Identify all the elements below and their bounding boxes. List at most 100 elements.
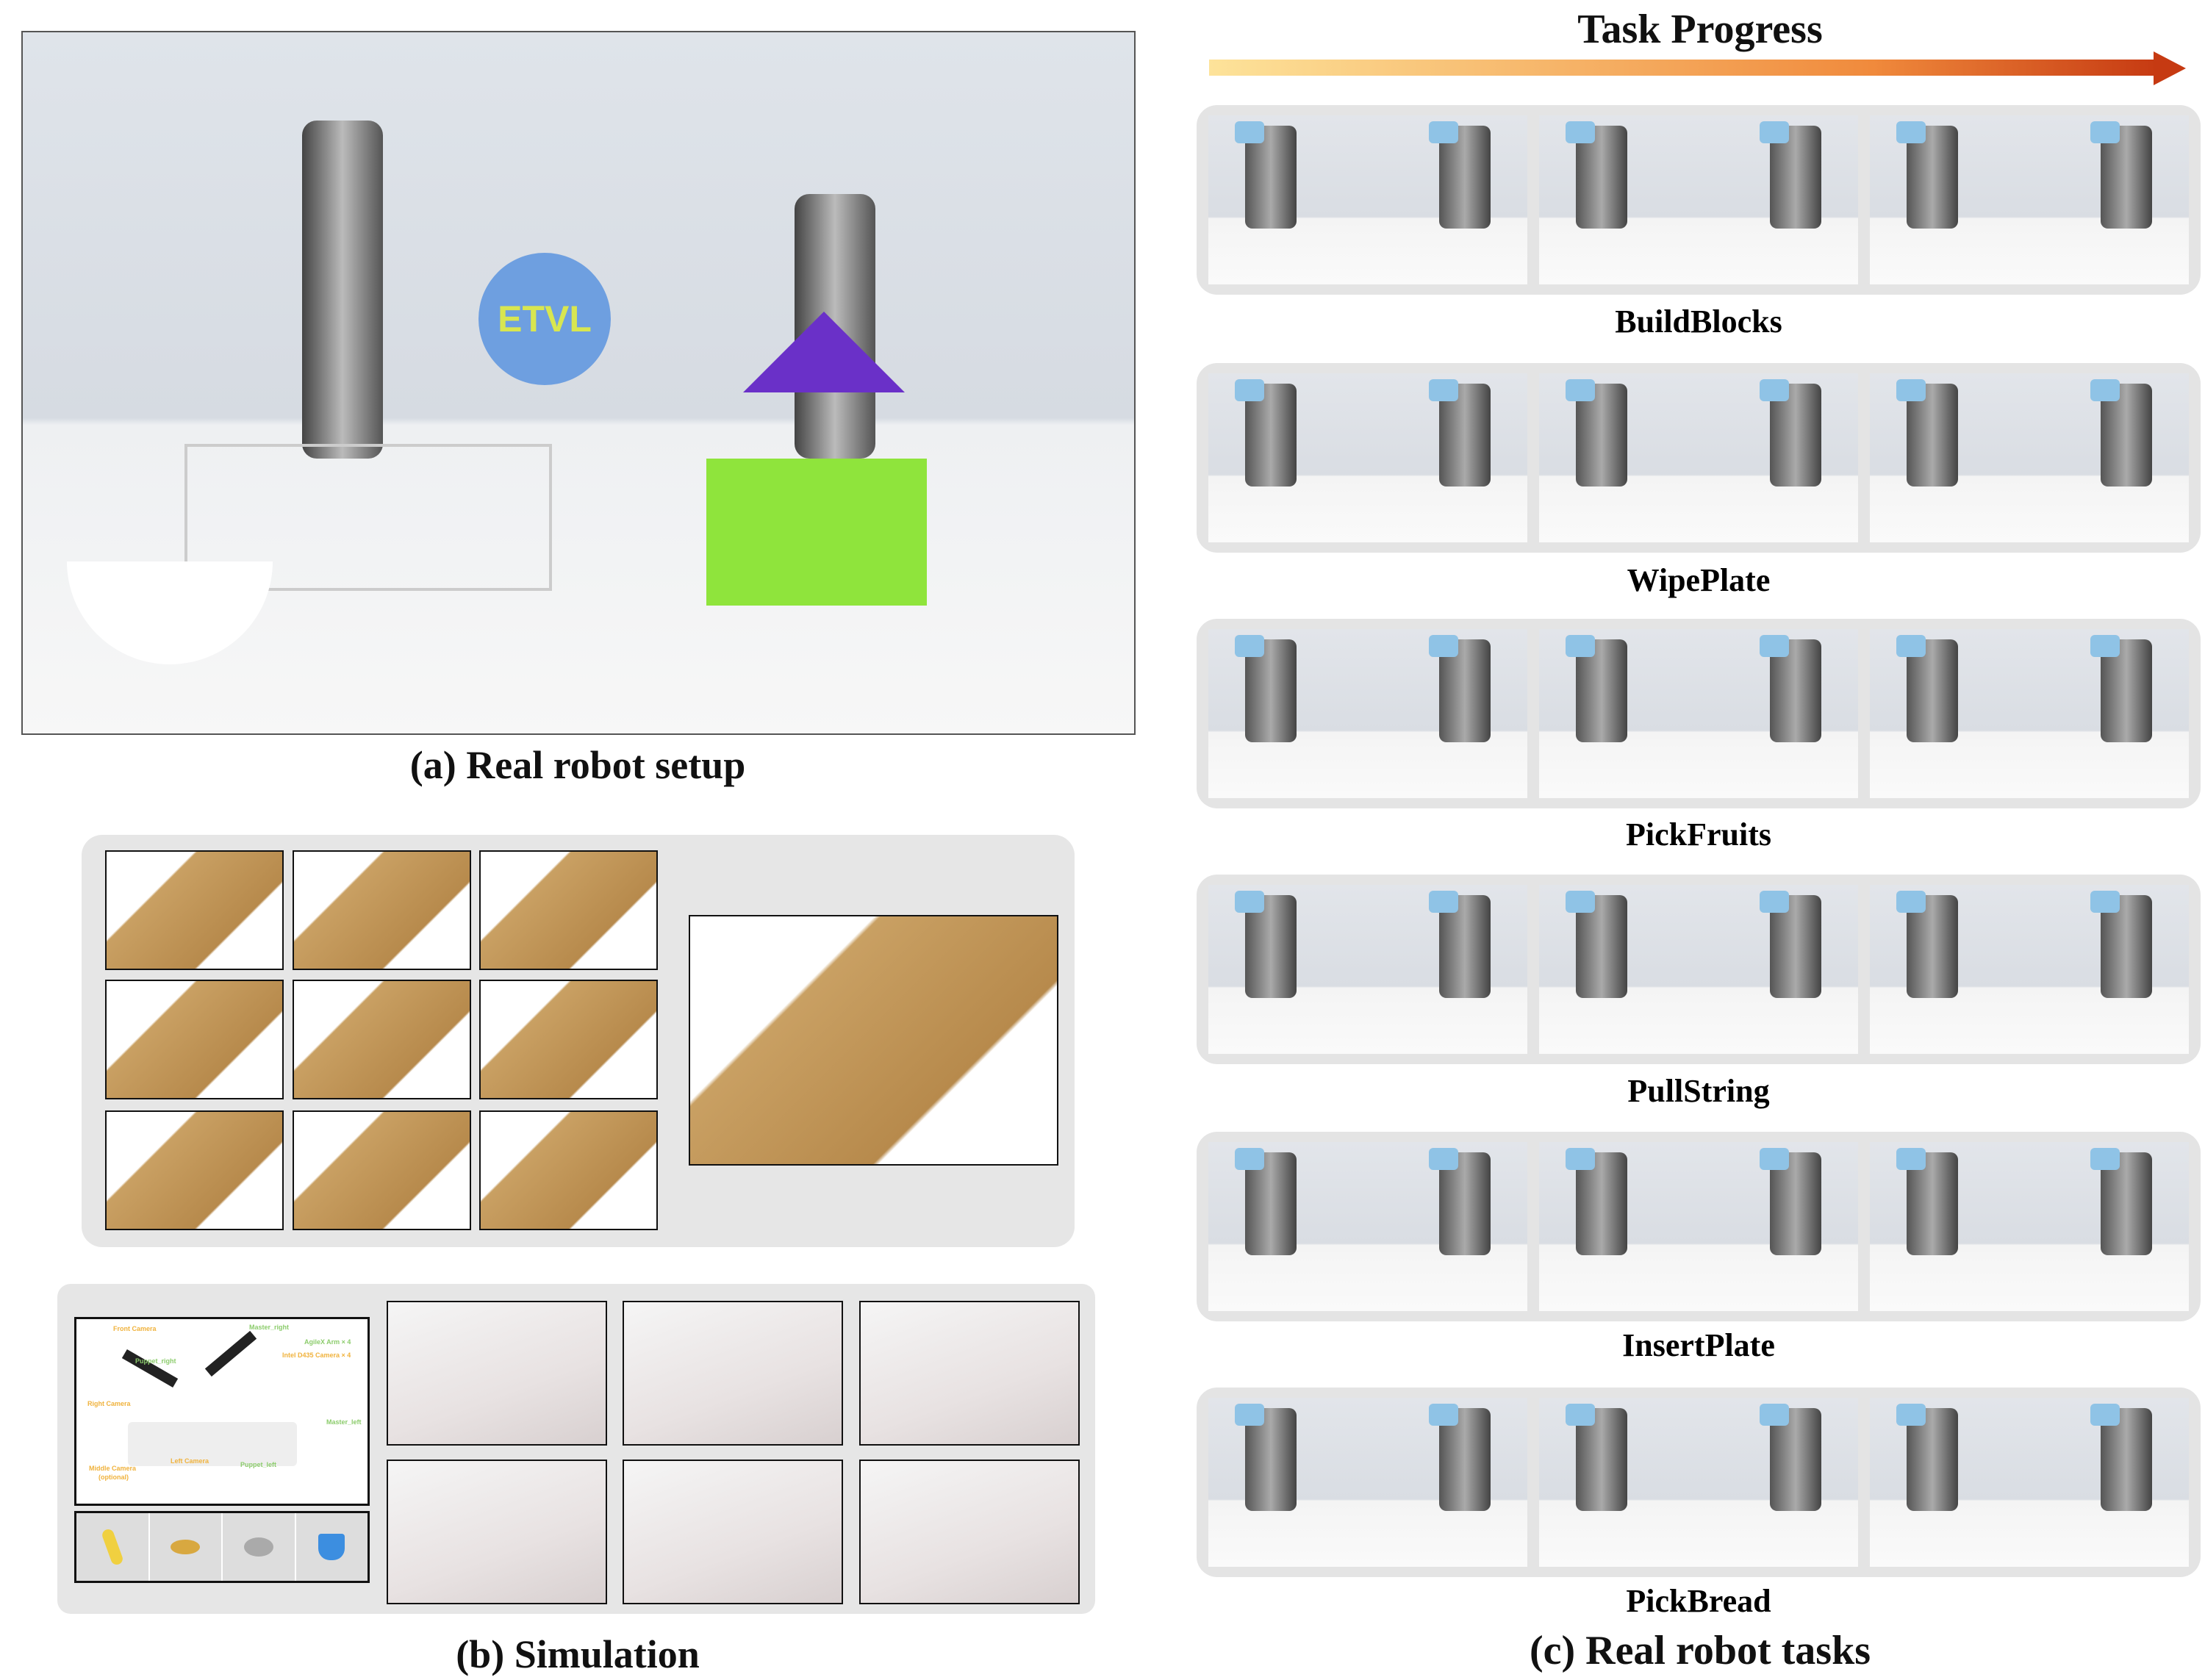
- object-plate: [223, 1513, 296, 1581]
- task-frame: [1208, 629, 1527, 798]
- task-label: PickFruits: [1626, 816, 1771, 852]
- robot-arm: [2090, 121, 2152, 229]
- task-panel-pickfruits: [1197, 619, 2201, 808]
- robot-platform: [128, 1422, 297, 1466]
- sim-thumbnail: [479, 980, 658, 1099]
- real-robot-setup-photo: ETVL: [21, 31, 1136, 735]
- sim-thumbnail: [293, 1110, 471, 1230]
- task-frame: [1208, 1398, 1527, 1567]
- agilex-sim-view: [623, 1460, 843, 1604]
- robot-arm: [1566, 121, 1627, 229]
- sim-thumbnail: [479, 1110, 658, 1230]
- arm-shape: [204, 1330, 257, 1377]
- agilex-sim-view: [623, 1301, 843, 1446]
- robot-arm: [2090, 1404, 2152, 1511]
- robot-arm: [1760, 121, 1821, 229]
- label-right-camera: Right Camera: [87, 1400, 131, 1407]
- task-frame: [1870, 1398, 2189, 1567]
- robot-arm: [1429, 121, 1491, 229]
- sim-thumbnail: [105, 1110, 284, 1230]
- robot-arm: [1235, 1148, 1297, 1255]
- task-frame: [1870, 885, 2189, 1054]
- task-frame: [1208, 1142, 1527, 1311]
- robot-arm: [1896, 635, 1958, 742]
- dish-rack: [184, 444, 552, 591]
- task-frame: [1208, 373, 1527, 542]
- task-panel-pickbread: [1197, 1388, 2201, 1577]
- robot-arm: [1235, 121, 1297, 229]
- label-intel-camera: Intel D435 Camera × 4: [282, 1351, 351, 1359]
- robot-arm: [1896, 379, 1958, 487]
- task-frame: [1870, 115, 2189, 284]
- object-cup: [296, 1513, 368, 1581]
- agilex-diagram: Front Camera Master_right AgileX Arm × 4…: [74, 1317, 370, 1506]
- arm-shape: [121, 1349, 179, 1388]
- robot-arm: [1896, 891, 1958, 998]
- robot-arm: [1566, 891, 1627, 998]
- task-label: PickBread: [1626, 1583, 1771, 1619]
- sim-thumbnail: [105, 850, 284, 970]
- robot-arm: [1896, 121, 1958, 229]
- blocks-roof: [743, 312, 905, 392]
- task-progress-arrow: [1209, 60, 2157, 76]
- label-front-camera: Front Camera: [113, 1325, 157, 1332]
- robot-arm: [1429, 891, 1491, 998]
- label-middle-camera: Middle Camera: [89, 1465, 137, 1472]
- sim-large-view: [689, 915, 1058, 1166]
- robot-arm: [1235, 1404, 1297, 1511]
- robot-arm: [1429, 379, 1491, 487]
- arrow-head-icon: [2154, 51, 2186, 85]
- caption-real-robot-setup: (a) Real robot setup: [409, 743, 746, 787]
- task-panel-buildblocks: [1197, 105, 2201, 295]
- robot-arm: [1896, 1404, 1958, 1511]
- robot-arm: [2090, 1148, 2152, 1255]
- agilex-sim-view: [387, 1301, 607, 1446]
- robot-arm: [1760, 635, 1821, 742]
- robot-arm: [2090, 891, 2152, 998]
- task-panel-insertplate: [1197, 1132, 2201, 1321]
- robot-arm: [1760, 891, 1821, 998]
- task-frame: [1539, 629, 1858, 798]
- sim-thumbnail: [105, 980, 284, 1099]
- label-puppet-right: Puppet_right: [135, 1357, 176, 1365]
- blocks-house: [706, 459, 927, 606]
- label-puppet-left: Puppet_left: [240, 1461, 277, 1468]
- plate-logo: ETVL: [478, 253, 611, 385]
- label-master-right: Master_right: [249, 1324, 290, 1331]
- task-frame: [1870, 629, 2189, 798]
- task-panel-pullstring: [1197, 875, 2201, 1064]
- label-left-camera: Left Camera: [171, 1457, 209, 1465]
- label-master-left: Master_left: [326, 1418, 362, 1426]
- sim-thumbnail: [479, 850, 658, 970]
- robot-arm: [1429, 1404, 1491, 1511]
- object-strip: [74, 1511, 370, 1583]
- robot-arm: [1566, 1148, 1627, 1255]
- object-bread: [150, 1513, 223, 1581]
- caption-real-robot-tasks: (c) Real robot tasks: [1529, 1628, 1871, 1673]
- task-frame: [1539, 885, 1858, 1054]
- agilex-sim-view: [387, 1460, 607, 1604]
- task-frame: [1539, 373, 1858, 542]
- robot-arm: [1235, 379, 1297, 487]
- fruit-bowl: [67, 561, 273, 664]
- agilex-sim-view: [859, 1301, 1080, 1446]
- robot-arm: [1429, 1148, 1491, 1255]
- task-label: WipePlate: [1627, 562, 1771, 598]
- robot-arm: [1566, 635, 1627, 742]
- robot-arm: [2090, 379, 2152, 487]
- task-frame: [1208, 885, 1527, 1054]
- task-frame: [1870, 1142, 2189, 1311]
- task-frame: [1539, 1398, 1858, 1567]
- label-agilex-arm: AgileX Arm × 4: [304, 1338, 351, 1346]
- robot-arm-left: [302, 121, 383, 459]
- task-label: PullString: [1627, 1073, 1770, 1109]
- robot-arm: [1760, 1148, 1821, 1255]
- robot-arm: [1896, 1148, 1958, 1255]
- task-label: InsertPlate: [1622, 1327, 1775, 1363]
- task-progress-title: Task Progress: [1577, 7, 1823, 52]
- robot-arm: [2090, 635, 2152, 742]
- task-frame: [1870, 373, 2189, 542]
- sim-thumbnail: [293, 850, 471, 970]
- agilex-sim-view: [859, 1460, 1080, 1604]
- caption-simulation: (b) Simulation: [456, 1632, 700, 1676]
